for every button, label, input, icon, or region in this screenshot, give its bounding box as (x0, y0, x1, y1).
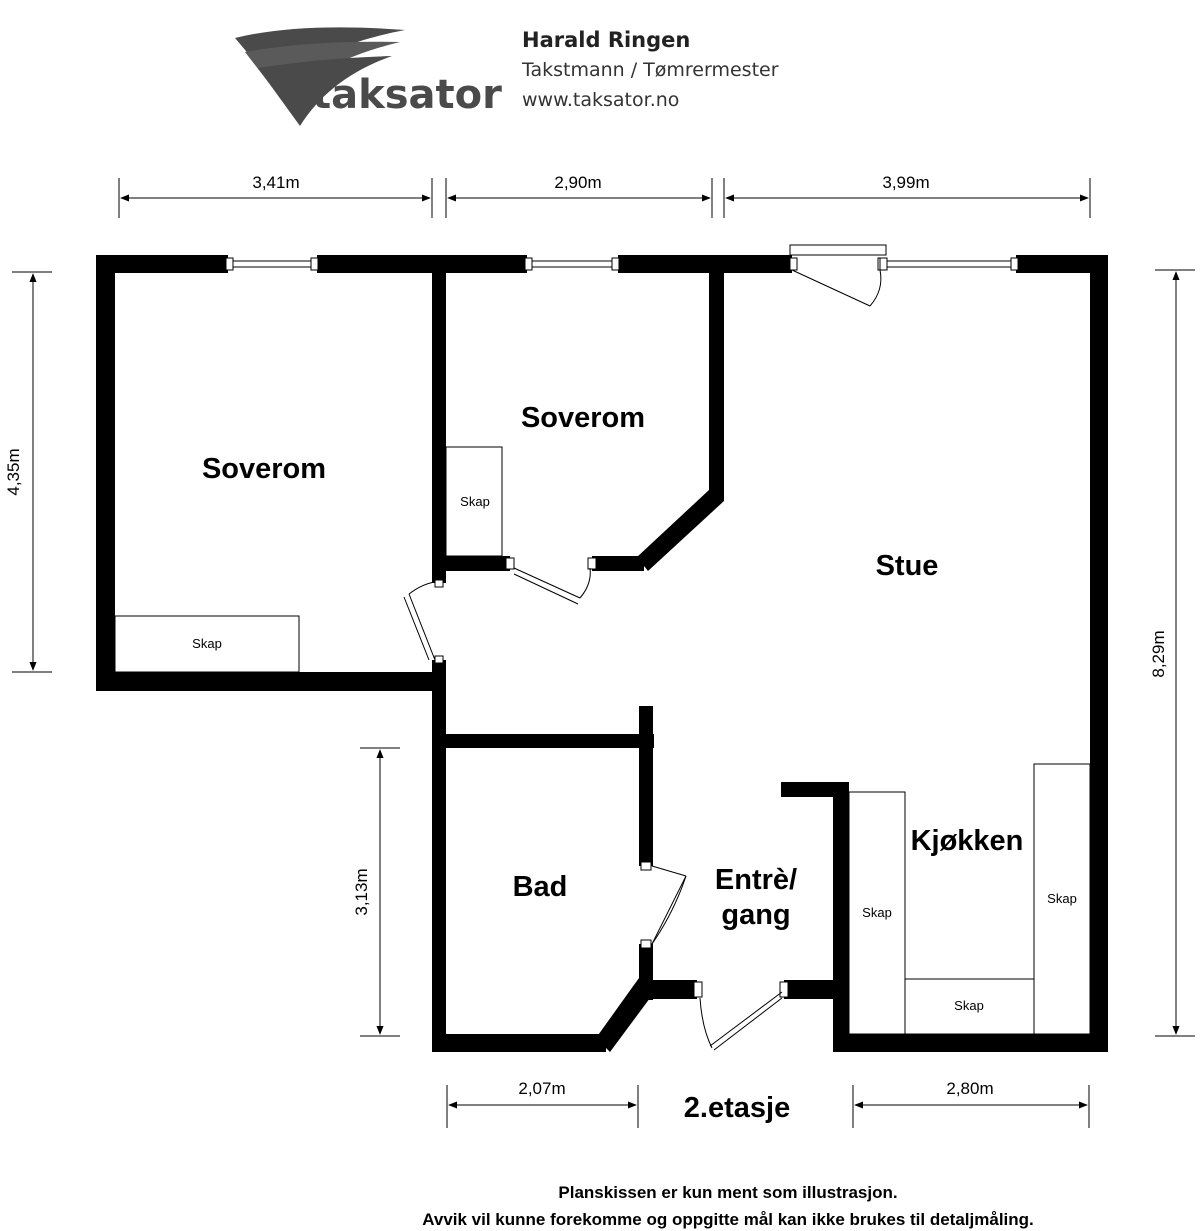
door-bedroom-middle (505, 557, 597, 605)
disclaimer-line-1: Planskissen er kun ment som illustrasjon… (558, 1183, 897, 1202)
dimension-left-2: 3,13m (352, 868, 371, 915)
closet-label: Skap (862, 905, 892, 920)
room-label-bedroom-left: Soverom (202, 453, 326, 485)
closet-label: Skap (954, 998, 984, 1013)
dimension-top-2: 2,90m (554, 173, 601, 192)
room-label-bathroom: Bad (513, 871, 568, 903)
closet-label: Skap (192, 636, 222, 651)
door-bathroom (640, 861, 687, 949)
closet-label: Skap (1047, 891, 1077, 906)
room-label-living-room: Stue (876, 550, 939, 582)
company-name: Harald Ringen (522, 28, 690, 52)
logo-text: taksator (312, 72, 502, 118)
room-label-entrance-2: gang (721, 899, 790, 931)
windows (225, 244, 1019, 307)
dimension-left-1: 4,35m (4, 448, 23, 495)
closet-kitchen-right (1033, 763, 1091, 1035)
company-logo: taksator (235, 27, 502, 126)
logo-swoosh-icon (258, 56, 392, 126)
dimension-top-3: 3,99m (882, 173, 929, 192)
dimension-bottom-1: 2,07m (518, 1079, 565, 1098)
room-label-kitchen: Kjøkken (911, 825, 1024, 857)
balcony-door (789, 244, 888, 307)
closet-bedroom-middle (445, 446, 503, 557)
room-label-entrance: Entrè/ (715, 864, 797, 896)
company-website: www.taksator.no (522, 89, 679, 111)
door-bedroom-left (403, 579, 444, 664)
company-title: Takstmann / Tømrermester (521, 59, 779, 81)
closet-kitchen-bottom (904, 978, 1035, 1035)
room-label-bedroom-middle: Soverom (521, 402, 645, 434)
dimension-top-1: 3,41m (252, 173, 299, 192)
dimension-bottom-2: 2,80m (946, 1079, 993, 1098)
dimension-lines (12, 178, 1195, 1128)
window-bedroom-middle (524, 257, 620, 271)
floor-label: 2.etasje (684, 1092, 790, 1124)
door-entrance (693, 981, 789, 1051)
closets (114, 446, 1091, 1035)
walls (96, 255, 1108, 1052)
closet-bedroom-left (114, 615, 300, 673)
window-bedroom-left (225, 257, 319, 271)
window-living-room (877, 257, 1019, 271)
dimension-right: 8,29m (1149, 630, 1168, 677)
closet-label: Skap (460, 494, 490, 509)
closet-kitchen-left (848, 791, 906, 1035)
disclaimer-line-2: Avvik vil kunne forekomme og oppgitte må… (422, 1210, 1034, 1229)
doors (403, 557, 789, 1051)
